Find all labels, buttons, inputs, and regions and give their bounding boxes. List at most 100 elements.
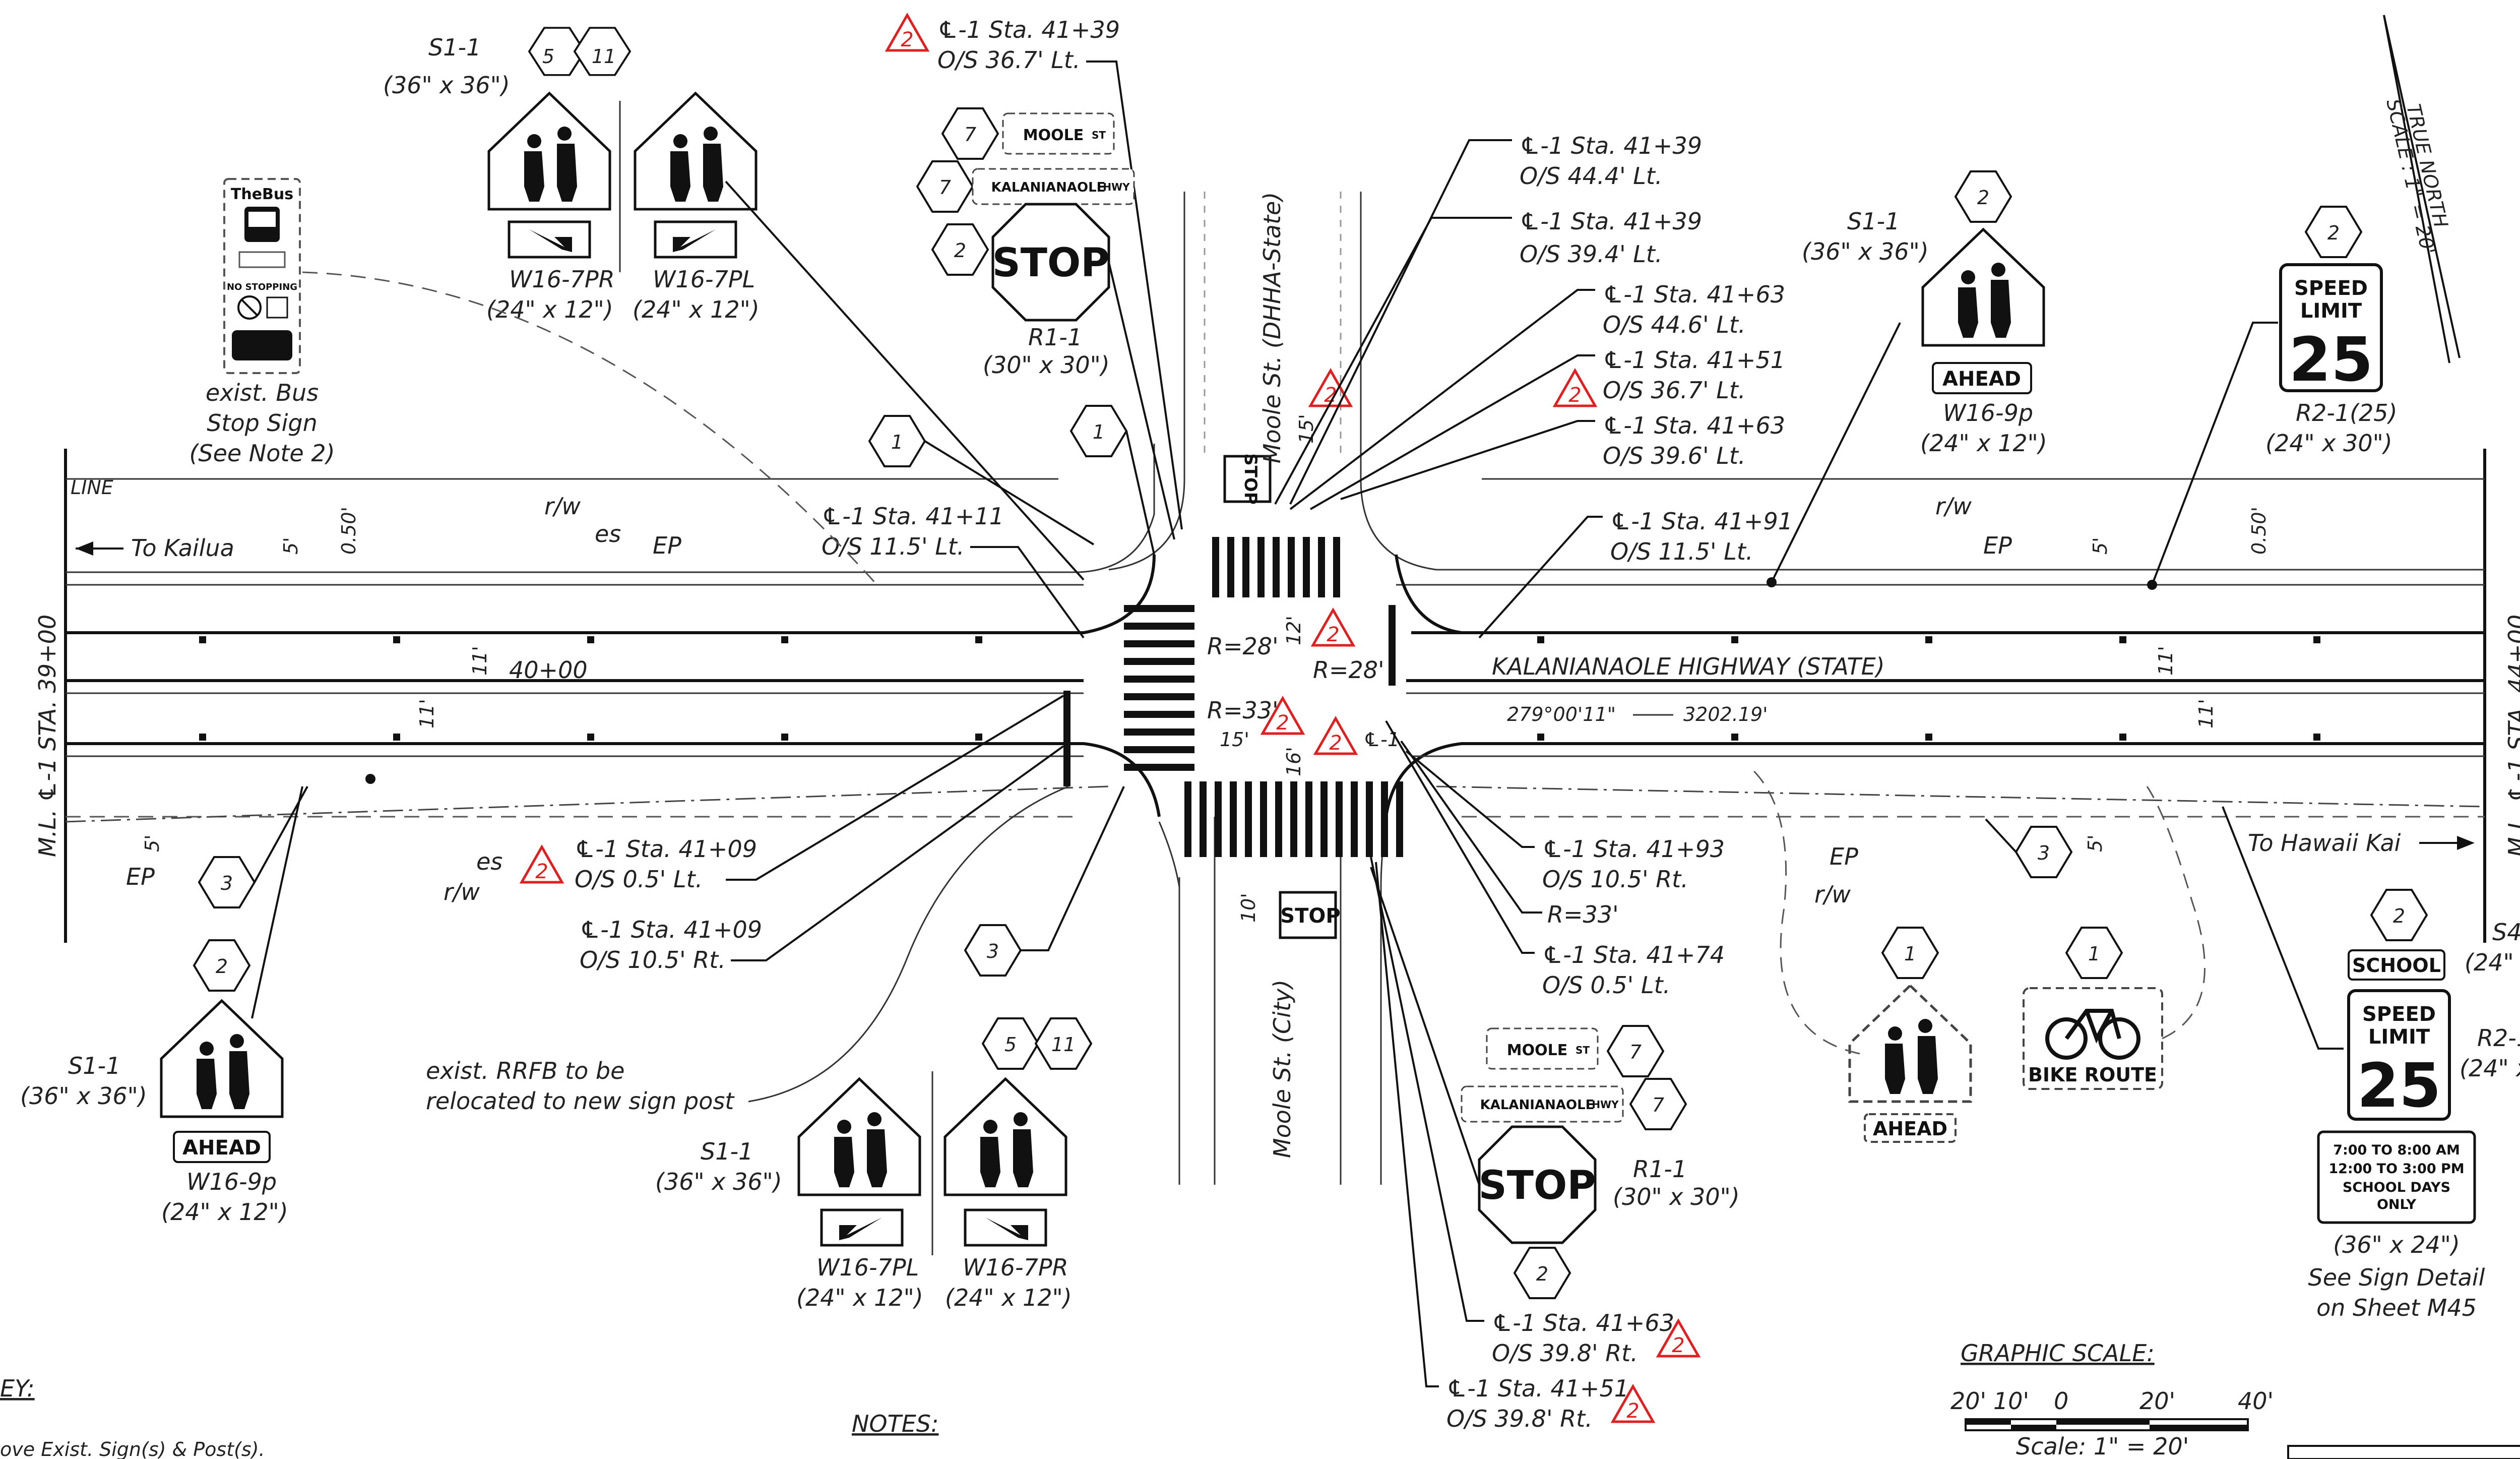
dim-5-ne: 5' <box>2089 537 2111 555</box>
svg-text:(24" x 30"): (24" x 30") <box>2265 430 2392 457</box>
note-hex-1: 1 <box>868 415 1095 545</box>
revision-triangle-icon: 2 <box>1610 1383 1656 1423</box>
dim-10: 10' <box>1237 893 1259 923</box>
radius-28-e: R=28' <box>1313 656 1384 684</box>
sign-group-ne-school: S1-1 (36" x 36") 2 AHEAD W16-9p (24" x 1… <box>1767 170 2047 587</box>
station-tick-label: 40+00 <box>509 656 588 684</box>
street-name-sign-kalanianaole: KALANIANAOLE HWY <box>972 168 1135 205</box>
svg-text:(24" x 12"): (24" x 12") <box>1920 430 2047 457</box>
svg-text:R1-1: R1-1 <box>1028 324 1082 351</box>
highway-name: KALANIANAOLE HIGHWAY (STATE) <box>1492 653 1885 680</box>
svg-text:(36" x 24"): (36" x 24") <box>2333 1231 2460 1258</box>
revision-triangle-icon: 2 <box>1310 607 1356 647</box>
speed-limit-sign-icon: SPEED LIMIT 25 <box>2279 263 2383 395</box>
svg-text:W16-7PR: W16-7PR <box>963 1254 1068 1281</box>
svg-text:20': 20' <box>2139 1387 2175 1415</box>
svg-text:O/S 10.5' Rt.: O/S 10.5' Rt. <box>580 946 726 974</box>
sign-group-north-stop: 7 MOOLE ST 7 KALANIANAOLE HWY 2 STOP R1-… <box>916 107 1175 540</box>
school-times-plaque: 7:00 TO 8:00 AM 12:00 TO 3:00 PM SCHOOL … <box>2317 1130 2476 1224</box>
svg-text:O/S 36.7' Lt.: O/S 36.7' Lt. <box>1603 377 1746 404</box>
crosswalk-south <box>1184 781 1403 857</box>
svg-text:BIKE ROUTE: BIKE ROUTE <box>2028 1064 2157 1086</box>
svg-text:O/S 11.5' Lt.: O/S 11.5' Lt. <box>1610 538 1753 565</box>
svg-text:O/S 0.5' Lt.: O/S 0.5' Lt. <box>1542 971 1670 999</box>
callout: ℄-1 Sta. 41+91 O/S 11.5' Lt. <box>1478 508 1793 639</box>
svg-text:O/S 44.6' Lt.: O/S 44.6' Lt. <box>1603 311 1746 338</box>
svg-text:℄-1 Sta. 41+39: ℄-1 Sta. 41+39 <box>1520 208 1702 235</box>
ep-label-sw: EP <box>126 863 155 890</box>
note-hex-2: 2 <box>2304 206 2363 258</box>
es-label-sw: es <box>476 848 502 875</box>
note-hex-11: 11 <box>1034 1017 1093 1070</box>
callout: ℄-1 Sta. 41+39 O/S 44.4' Lt. <box>1289 132 1702 505</box>
svg-text:R2-1(25): R2-1(25) <box>2477 1024 2520 1052</box>
distance: 3202.19' <box>1683 703 1768 725</box>
match-line-left: M.L. ℄-1 STA. 39+00 <box>34 615 61 857</box>
dim-16: 16' <box>1283 747 1305 776</box>
ep-label-se: EP <box>1830 843 1858 870</box>
svg-text:(36" x 36"): (36" x 36") <box>20 1082 147 1110</box>
revision-marks: 2 2 2 2 2 2 2 2 2 <box>519 12 1701 1423</box>
school-crossing-sign-icon <box>634 91 758 211</box>
svg-text:HWY: HWY <box>1592 1099 1619 1111</box>
svg-text:O/S 39.4' Lt.: O/S 39.4' Lt. <box>1520 240 1663 268</box>
note-hex-2: 2 <box>1513 1247 1571 1299</box>
note-hex-3: 3 <box>964 786 1125 977</box>
svg-text:LIMIT: LIMIT <box>2300 299 2362 323</box>
callout: ℄-1 Sta. 41+39 O/S 39.4' Lt. <box>1274 208 1702 505</box>
note-hex-1: 1 <box>2065 927 2123 979</box>
note-hex-1: 1 <box>1881 927 1939 979</box>
svg-text:(24" x 12"): (24" x 12") <box>796 1284 923 1311</box>
match-line-right: M.L. ℄-1 STA. 44+00 <box>2503 615 2520 857</box>
graphic-scale: GRAPHIC SCALE: 20' 10' 0 20' 40' Scale: … <box>1950 1340 2520 1459</box>
key-item: ove Exist. Sign(s) & Post(s). <box>0 1438 265 1459</box>
revision-triangle-icon: 2 <box>1656 1318 1701 1358</box>
svg-text:2: 2 <box>216 955 228 978</box>
roadway-linework: STOP STOP <box>64 192 2486 1185</box>
svg-text:2: 2 <box>1626 1400 1639 1423</box>
radius-28-w: R=28' <box>1207 633 1279 660</box>
school-crossing-sign-icon <box>487 91 611 211</box>
callout: ℄-1 Sta. 41+63 O/S 39.6' Lt. <box>1340 412 1785 500</box>
svg-text:1: 1 <box>1093 421 1105 443</box>
svg-text:25: 25 <box>2289 325 2373 395</box>
radius-33-e: R=33' <box>1547 901 1619 928</box>
direction-east-label: To Hawaii Kai <box>2248 829 2401 857</box>
svg-text:See Sign Detail: See Sign Detail <box>2308 1264 2485 1291</box>
key-title: EY: <box>0 1375 35 1402</box>
svg-text:2: 2 <box>1329 732 1342 755</box>
svg-text:STOP: STOP <box>992 240 1110 286</box>
svg-text:KALANIANAOLE: KALANIANAOLE <box>991 180 1106 195</box>
crosswalk-north <box>1212 537 1340 597</box>
rrfb-note: exist. RRFB to be relocated to new sign … <box>426 785 1069 1115</box>
svg-text:℄-1 Sta. 41+39: ℄-1 Sta. 41+39 <box>1520 132 1702 159</box>
revision-triangle-icon: 2 <box>519 844 564 884</box>
svg-text:2: 2 <box>1672 1334 1684 1357</box>
callout: ℄-1 Sta. 41+74 O/S 0.5' Lt. <box>1385 720 1725 999</box>
dim-050-nw: 0.50' <box>338 507 360 555</box>
stop-sign-icon: STOP <box>1478 1125 1597 1244</box>
svg-text:O/S 36.7' Lt.: O/S 36.7' Lt. <box>937 46 1081 74</box>
svg-text:MOOLE: MOOLE <box>1023 127 1084 144</box>
callout: ℄-1 Sta. 41+11 O/S 11.5' Lt. <box>822 503 1085 639</box>
svg-text:11: 11 <box>592 45 616 68</box>
dim-5-sw: 5' <box>141 834 163 852</box>
svg-text:(30" x 30"): (30" x 30") <box>983 351 1110 379</box>
dim-11-sw: 11' <box>416 699 438 728</box>
school-crossing-sign-icon <box>943 1077 1067 1196</box>
svg-text:2: 2 <box>2327 222 2340 244</box>
direction-east: To Hawaii Kai <box>2248 829 2475 857</box>
revision-triangle-icon: 2 <box>1260 695 1305 735</box>
callout: ℄-1 Sta. 41+09 O/S 0.5' Lt. <box>575 695 1064 893</box>
sign-group-sw-school: 2 AHEAD S1-1 (36" x 36") W16-9p (24" x 1… <box>20 774 375 1226</box>
svg-text:40': 40' <box>2238 1387 2274 1415</box>
svg-text:℄-1 Sta. 41+63: ℄-1 Sta. 41+63 <box>1603 412 1785 439</box>
svg-text:7: 7 <box>1629 1041 1642 1063</box>
sign-group-s-school: 5 11 S1-1 (36" x 36") W16-7PL <box>655 1017 1093 1311</box>
svg-text:MOOLE: MOOLE <box>1507 1042 1567 1059</box>
dim-12: 12' <box>1283 616 1305 645</box>
svg-text:S1-1: S1-1 <box>428 34 481 61</box>
svg-text:SPEED: SPEED <box>2362 1003 2436 1026</box>
arrow-plaque-right-icon <box>964 1208 1047 1247</box>
svg-text:5: 5 <box>542 45 554 68</box>
